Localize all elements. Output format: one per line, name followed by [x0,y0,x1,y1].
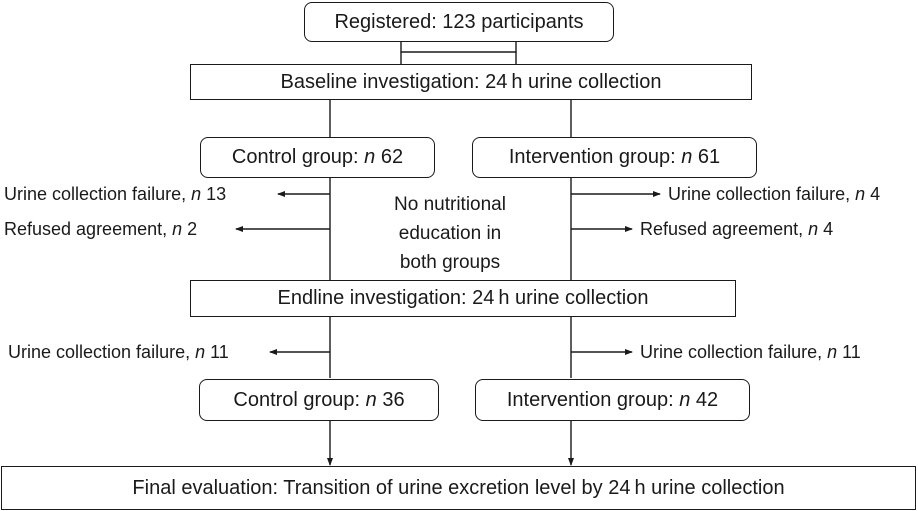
registered-box: Registered: 123 participants [304,2,614,42]
intervention-group-box-2: Intervention group: n 42 [475,379,750,421]
baseline-box: Baseline investigation: 24 h urine colle… [190,64,752,100]
registered-connector [400,41,517,53]
right-exclusion-1: Urine collection failure, n 4 [668,184,881,204]
intervention-group-box-1: Intervention group: n 61 [472,137,757,178]
endline-box: Endline investigation: 24 h urine collec… [190,280,736,317]
right-exclusion-3: Urine collection failure, n 11 [640,342,861,362]
left-exclusion-3: Urine collection failure, n 11 [8,342,229,362]
registered-text: Registered: 123 participants [334,10,584,33]
baseline-text: Baseline investigation: 24 h urine colle… [280,70,662,93]
control-group-box-1: Control group: n 62 [200,137,435,178]
final-evaluation-box: Final evaluation: Transition of urine ex… [1,466,916,510]
final-evaluation-text: Final evaluation: Transition of urine ex… [132,476,785,499]
endline-text: Endline investigation: 24 h urine collec… [277,287,649,309]
intervention-group-2-label: Intervention group: n 42 [506,388,719,411]
right-exclusion-2: Refused agreement, n 4 [640,219,834,239]
intervention-group-1-label: Intervention group: n 61 [508,146,721,168]
left-exclusion-2: Refused agreement, n 2 [4,219,198,239]
left-exclusion-1: Urine collection failure, n 13 [4,184,227,204]
control-group-1-label: Control group: n 62 [231,146,404,168]
control-group-box-2: Control group: n 36 [199,379,439,421]
control-group-2-label: Control group: n 36 [233,388,405,411]
no-education-note: No nutritional education in both groups [362,190,538,277]
